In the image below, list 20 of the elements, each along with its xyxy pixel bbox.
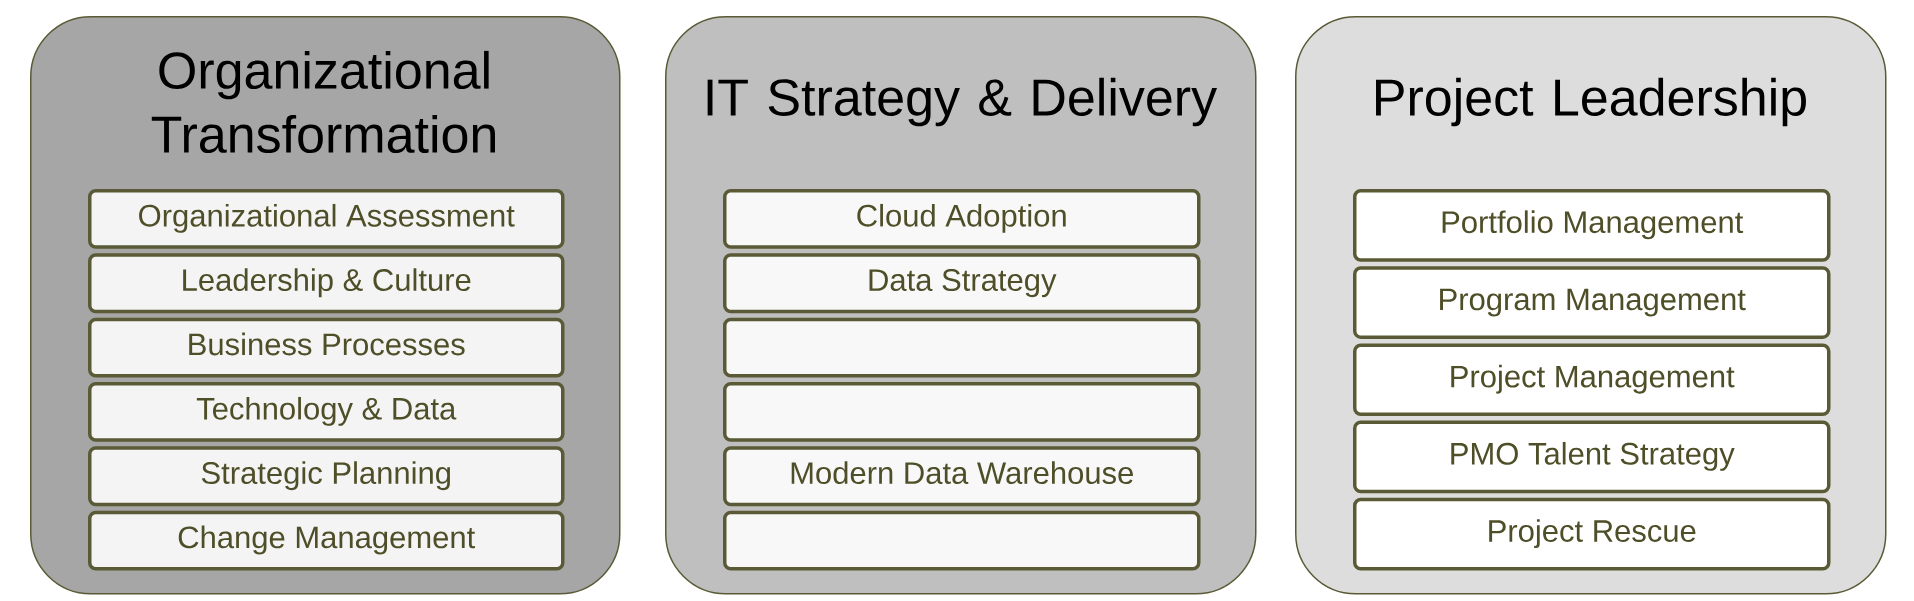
service-box: Data Strategy: [723, 253, 1201, 314]
blank-box: [723, 317, 1201, 378]
blank-box: [723, 510, 1201, 571]
panel-heading: Organizational Transformation: [151, 50, 495, 154]
service-box: Organizational Assessment: [88, 189, 565, 249]
service-box: PMO Talent Strategy: [1353, 420, 1831, 494]
service-box: Project Rescue: [1353, 497, 1831, 571]
service-box: Technology & Data: [88, 382, 565, 442]
panel-heading: IT Strategy & Delivery: [707, 77, 1217, 127]
blank-box: [723, 382, 1201, 442]
service-box: Project Management: [1353, 343, 1831, 417]
service-box: Portfolio Management: [1353, 189, 1831, 262]
service-box: Program Management: [1353, 266, 1831, 339]
service-box: Change Management: [88, 510, 565, 571]
service-box: Cloud Adoption: [723, 189, 1201, 249]
panel-heading: Project Leadership: [1376, 77, 1806, 127]
service-box: Leadership & Culture: [88, 253, 565, 314]
service-box: Business Processes: [88, 317, 565, 378]
service-box: Strategic Planning: [88, 446, 565, 507]
service-box: Modern Data Warehouse: [723, 446, 1201, 507]
